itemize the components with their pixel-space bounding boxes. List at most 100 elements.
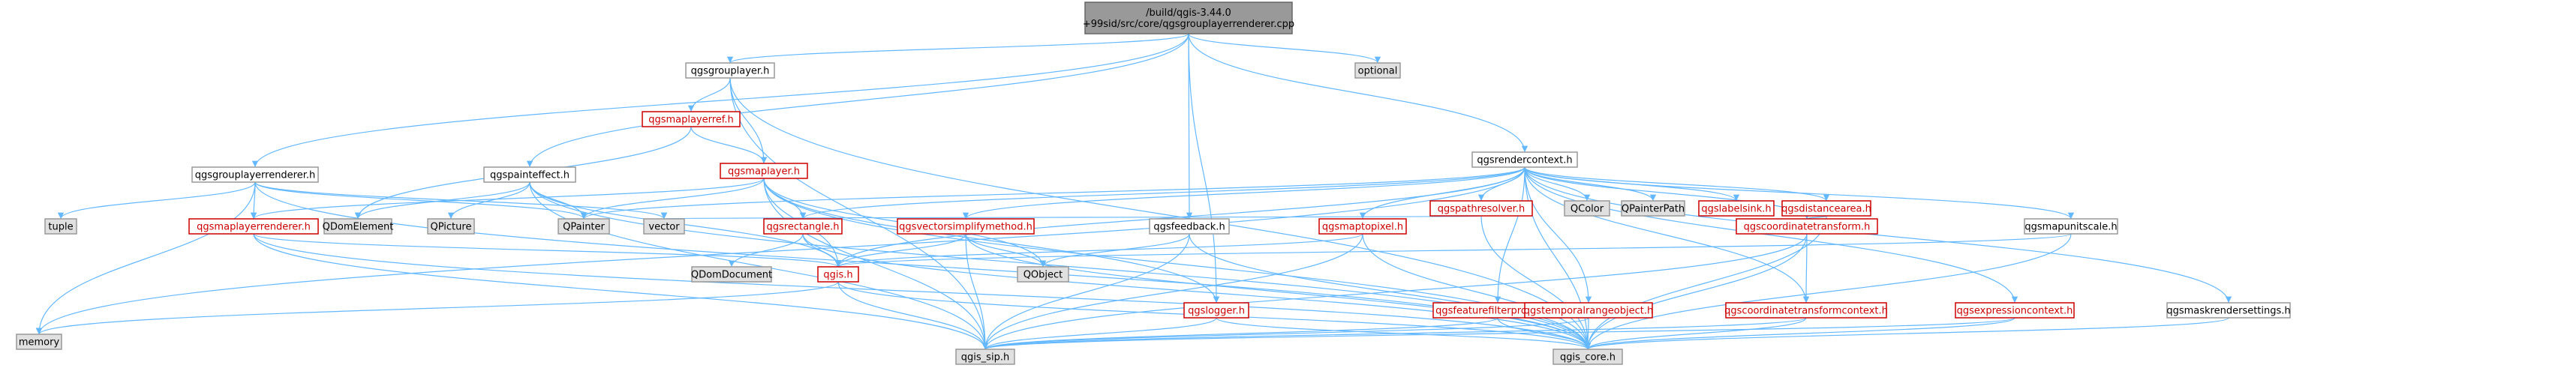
node-qcolor[interactable]: QColor xyxy=(1564,200,1610,217)
node-box xyxy=(188,218,319,235)
node-qgstemporalrangeobject[interactable]: qgstemporalrangeobject.h xyxy=(1524,302,1653,319)
node-layer: /build/qgis-3.44.0+99sid/src/core/qgsgro… xyxy=(16,1,2291,365)
edge-qgis-to-qgis_sip xyxy=(837,281,989,350)
edge-qgsrendercontext-to-qgsrectangle xyxy=(800,166,1525,220)
node-label: qgspathresolver.h xyxy=(1438,204,1525,215)
edge-qgsrendercontext-to-qgsmaskrendersettings xyxy=(1524,166,2232,304)
node-qgsmaplayerref[interactable]: qgsmaplayerref.h xyxy=(642,111,741,127)
edge-qgsrectangle-to-qgis_core xyxy=(802,233,1592,350)
node-qgslogger[interactable]: qgslogger.h xyxy=(1183,302,1249,319)
edge-qgsmaskrendersettings-to-qgis_core xyxy=(1585,317,2229,350)
edge-qgsrectangle-to-qgis xyxy=(802,233,842,268)
node-qpicture[interactable]: QPicture xyxy=(427,218,475,235)
node-label: qgstemporalrangeobject.h xyxy=(1524,306,1653,317)
edge-qgsgrouplayer-to-qgsmaplayer xyxy=(729,77,768,164)
edge-layer xyxy=(35,33,2232,350)
node-label: qgsrectangle.h xyxy=(766,222,839,233)
edge-qgsfeaturefilterprovider-to-qgis_core xyxy=(1497,317,1592,350)
node-vector[interactable]: vector xyxy=(643,218,685,235)
node-box xyxy=(2024,218,2118,235)
node-qgsfeedback[interactable]: qgsfeedback.h xyxy=(1149,218,1230,235)
node-label: qgscoordinatetransformcontext.h xyxy=(1724,306,1888,317)
node-qpainterpath[interactable]: QPainterPath xyxy=(1621,200,1685,217)
node-qgis_sip[interactable]: qgis_sip.h xyxy=(955,349,1015,365)
node-qgsgrouplayerrenderer[interactable]: qgsgrouplayerrenderer.h xyxy=(191,166,319,183)
node-optional[interactable]: optional xyxy=(1354,62,1401,79)
node-qgscoordinatetransform[interactable]: qgscoordinatetransform.h xyxy=(1736,218,1878,235)
node-label: /build/qgis-3.44.0 xyxy=(1146,7,1231,19)
edge-qgspainteffect-to-qgis_core xyxy=(529,181,1592,350)
node-root[interactable]: /build/qgis-3.44.0+99sid/src/core/qgsgro… xyxy=(1083,1,1294,34)
node-box xyxy=(643,218,685,235)
edge-qgsrendercontext-to-qgsfeaturefilterprovider xyxy=(1494,166,1525,304)
edge-qgsgrouplayerrenderer-to-memory xyxy=(35,181,256,335)
node-box xyxy=(1354,62,1401,79)
node-qgsmaplayer[interactable]: qgsmaplayer.h xyxy=(720,163,808,179)
node-box xyxy=(897,218,1035,235)
node-qgsrendercontext[interactable]: qgsrendercontext.h xyxy=(1471,151,1578,168)
edge-root-to-qgslogger xyxy=(1188,33,1220,304)
node-qpainter[interactable]: QPainter xyxy=(558,218,610,235)
node-qgslabelsink[interactable]: qgslabelsink.h xyxy=(1698,200,1775,217)
node-qgsrectangle[interactable]: qgsrectangle.h xyxy=(763,218,843,235)
edge-qgsrendercontext-to-qpainter xyxy=(581,166,1525,220)
node-memory[interactable]: memory xyxy=(16,334,62,350)
edge-qgsmaplayerrenderer-to-qgis xyxy=(253,233,841,268)
node-qdomelement[interactable]: QDomElement xyxy=(323,218,394,235)
node-label: QPainter xyxy=(563,222,605,233)
edge-qgsmaptopixel-to-qgis xyxy=(835,233,1363,268)
node-box xyxy=(2166,302,2291,319)
node-box xyxy=(817,266,859,283)
edge-qgspathresolver-to-vector xyxy=(663,211,1482,220)
edge-qgsmapunitscale-to-qgis xyxy=(835,233,2072,268)
node-qgspainteffect[interactable]: qgspainteffect.h xyxy=(483,166,576,183)
node-box xyxy=(1955,302,2075,319)
node-qgsdistancearea[interactable]: qgsdistancearea.h xyxy=(1781,200,1871,217)
node-label: qgsmaptopixel.h xyxy=(1322,222,1403,233)
edge-qgsfeaturefilterprovider-to-qgis_sip xyxy=(982,317,1498,350)
node-tuple[interactable]: tuple xyxy=(44,218,77,235)
node-qgsvectorsimplifymethod[interactable]: qgsvectorsimplifymethod.h xyxy=(897,218,1035,235)
edge-qgsgrouplayer-to-qgis_core xyxy=(729,77,1592,350)
node-qgsmaskrendersettings[interactable]: qgsmaskrendersettings.h xyxy=(2166,302,2291,319)
node-label: memory xyxy=(19,337,60,349)
node-label: QColor xyxy=(1571,204,1604,215)
node-box xyxy=(1553,349,1623,365)
edge-qgstemporalrangeobject-to-qgis_sip xyxy=(982,317,1589,350)
edge-qgsmaplayerrenderer-to-qgis_sip xyxy=(253,233,989,350)
node-qgsgrouplayer[interactable]: qgsgrouplayer.h xyxy=(685,62,775,79)
node-qdomdocument[interactable]: QDomDocument xyxy=(691,266,772,283)
node-qgspathresolver[interactable]: qgspathresolver.h xyxy=(1429,200,1533,217)
node-box xyxy=(1621,200,1685,217)
node-box xyxy=(1429,200,1533,217)
node-box xyxy=(483,166,576,183)
node-qgis_core[interactable]: qgis_core.h xyxy=(1553,349,1623,365)
edge-root-to-qgsgrouplayer xyxy=(727,33,1189,64)
edge-qgsrendercontext-to-qgsexpressioncontext xyxy=(1524,166,2018,304)
node-box xyxy=(1736,218,1878,235)
node-qgsmapunitscale[interactable]: qgsmapunitscale.h xyxy=(2024,218,2118,235)
node-qgsmaplayerrenderer[interactable]: qgsmaplayerrenderer.h xyxy=(188,218,319,235)
node-qgscoordinatetransformcontext[interactable]: qgscoordinatetransformcontext.h xyxy=(1724,302,1888,319)
node-label: qgsmaplayerrenderer.h xyxy=(197,222,311,233)
edge-qgscoordinatetransform-to-qgscoordinatetransformcontext xyxy=(1802,233,1810,304)
node-box xyxy=(1318,218,1407,235)
node-label: +99sid/src/core/qgsgrouplayerrenderer.cp… xyxy=(1083,19,1294,30)
edge-qgsrendercontext-to-qgscoordinatetransformcontext xyxy=(1524,166,1810,304)
node-qgis[interactable]: qgis.h xyxy=(817,266,859,283)
node-qgsmaptopixel[interactable]: qgsmaptopixel.h xyxy=(1318,218,1407,235)
node-box xyxy=(691,266,772,283)
edge-qgsvectorsimplifymethod-to-qgis_sip xyxy=(965,233,989,350)
node-label: qgslabelsink.h xyxy=(1701,204,1771,215)
node-box xyxy=(1698,200,1775,217)
edge-qgsrendercontext-to-qcolor xyxy=(1524,166,1591,202)
node-qobject[interactable]: QObject xyxy=(1017,266,1069,283)
node-label: tuple xyxy=(48,222,73,233)
node-box xyxy=(558,218,610,235)
edge-qgsgrouplayer-to-qgis_sip xyxy=(729,77,989,350)
node-box xyxy=(685,62,775,79)
node-label: QDomDocument xyxy=(691,270,772,281)
edge-qgslogger-to-qgis_sip xyxy=(981,317,1217,350)
node-qgsexpressioncontext[interactable]: qgsexpressioncontext.h xyxy=(1955,302,2075,319)
edge-qgsmaplayer-to-qgsmaplayerrenderer xyxy=(251,178,765,220)
